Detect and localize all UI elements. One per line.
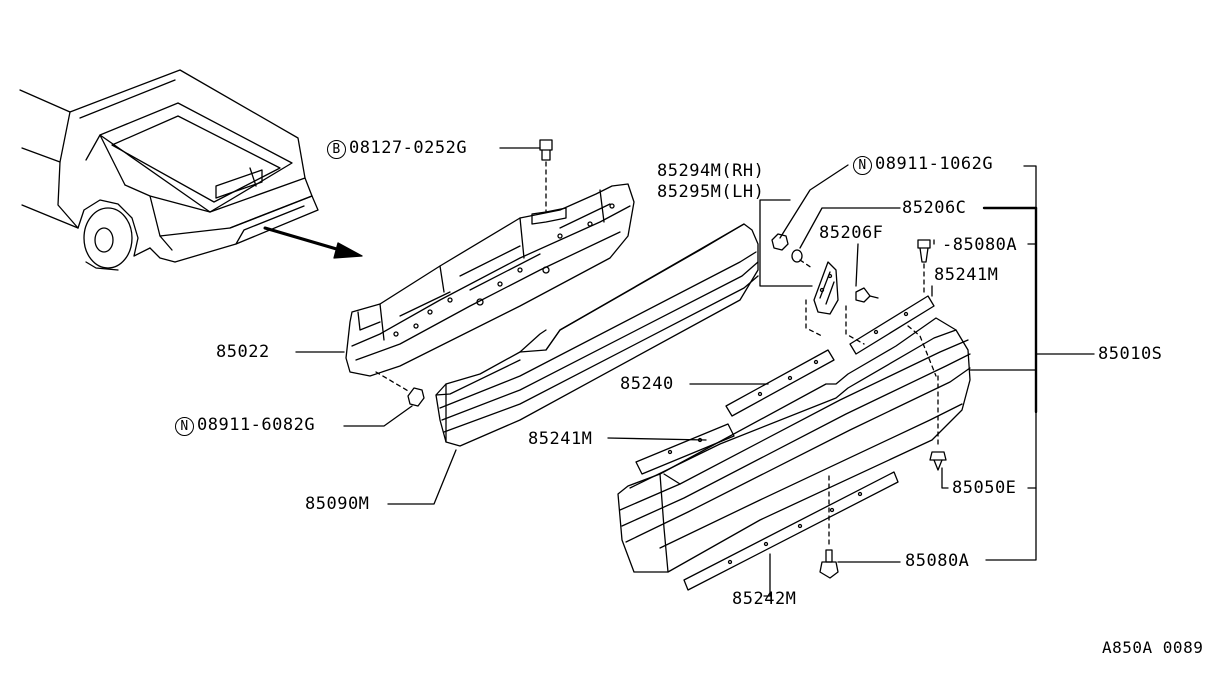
part-85241M-strip-mid: [636, 424, 734, 474]
bolt-08127-icon: [540, 140, 552, 212]
part-85240-bracket: [726, 350, 834, 416]
callout-code: 08127-0252G: [349, 138, 468, 158]
screw-85080A-top-icon: [918, 240, 930, 292]
clip-85050E-icon: [930, 376, 946, 470]
part-85242M-lower-strip: [684, 472, 898, 590]
leader-lines: [296, 148, 1094, 596]
callout-85206C: 85206C: [902, 198, 967, 218]
callout-prefix-badge: B: [327, 140, 346, 159]
callout-85080A-bottom: 85080A: [905, 551, 970, 571]
part-85241M-strip-top: [850, 296, 934, 354]
clip-85206F-icon: [856, 288, 878, 302]
part-85022-reinforcement: [346, 184, 634, 376]
callout-code: 08911-6082G: [197, 415, 316, 435]
callout-85050E: 85050E: [952, 478, 1017, 498]
screw-85080A-bottom-icon: [820, 476, 838, 578]
callout-85294M: 85294M(RH): [657, 161, 765, 181]
callout-85010S: 85010S: [1098, 344, 1163, 364]
callout-85022: 85022: [216, 342, 270, 362]
assembly-bracket-85010S: [984, 166, 1036, 560]
part-85010S-bumper-assembly: [618, 318, 970, 572]
car-silhouette: [20, 70, 318, 270]
direction-arrow: [265, 228, 362, 258]
callout-85242M: 85242M: [732, 589, 797, 609]
callout-85080A-top: -85080A: [942, 235, 1018, 255]
callout-prefix-badge: N: [175, 417, 194, 436]
callout-85206F: 85206F: [819, 223, 884, 243]
callout-85241M-top: 85241M: [934, 265, 999, 285]
callout-85295M: 85295M(LH): [657, 182, 765, 202]
nut-08911-1062-icon: [772, 234, 812, 268]
part-85090M-bumper-cover: [436, 224, 758, 446]
callout-85241M-mid: 85241M: [528, 429, 593, 449]
drawing-id: A850A 0089: [1102, 638, 1204, 657]
part-85294M-side-bracket: [806, 262, 864, 344]
nut-08911-6082-icon: [376, 372, 424, 406]
callout-85240: 85240: [620, 374, 674, 394]
callout-code: 08911-1062G: [875, 154, 994, 174]
callout-prefix-badge: N: [853, 156, 872, 175]
callout-85090M: 85090M: [305, 494, 370, 514]
assembly-guide-line: [908, 326, 936, 376]
